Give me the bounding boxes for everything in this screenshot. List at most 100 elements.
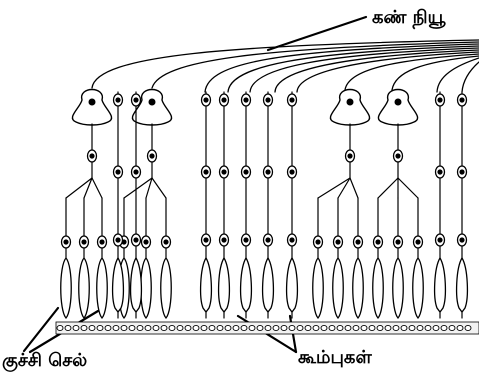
rod-group-1-nucleus-cell-1-nucleus (63, 239, 69, 245)
rod-group-1-rod-2 (78, 257, 90, 319)
rod-group-4-ganglion (377, 88, 419, 126)
cone-chain-5-cell-mid-nucleus (243, 169, 249, 175)
pigment-cell-50 (448, 324, 456, 332)
cone-chain-8-cell-top-nucleus (437, 97, 443, 103)
cone-chain-7-cell-top-nucleus (289, 97, 295, 103)
rod-group-1-nucleus-cell-3-nucleus (99, 239, 105, 245)
pigment-cell-3 (72, 324, 80, 332)
cone-chain-3-cell-mid-nucleus (203, 169, 209, 175)
cone-chain-4-cone (217, 256, 231, 314)
pigment-cell-14 (160, 324, 168, 332)
rod-group-1-rod-1 (60, 257, 72, 319)
rod-group-4-nucleus-cell-2-nucleus (395, 239, 401, 245)
cone-chain-6-cell-top-nucleus (265, 97, 271, 103)
cone-chain-6-cell-mid-nucleus (265, 169, 271, 175)
pigment-cell-6 (96, 324, 104, 332)
rod-group-4-branch-1 (377, 177, 399, 199)
cone-chain-9-cell-top-nucleus (459, 97, 465, 103)
rod-group-1-bipolar-nucleus (89, 153, 95, 159)
rod-group-3-branch-3 (349, 177, 359, 199)
rod-group-2-branch-1 (123, 177, 153, 199)
pigment-cell-43 (392, 324, 400, 332)
pigment-cells (56, 324, 472, 332)
rod-group-1-nucleus-cell-2-nucleus (81, 239, 87, 245)
rod-group-1-ganglion (71, 88, 113, 126)
cone-chain-7-cell-low-nucleus (289, 237, 295, 243)
pigment-cell-31 (296, 324, 304, 332)
cone-chain-7-cell-mid-nucleus (289, 169, 295, 175)
pigment-cell-26 (256, 324, 264, 332)
pigment-cell-8 (112, 324, 120, 332)
rod-cells-label: குச்சி செல் (2, 350, 88, 371)
pigment-cell-11 (136, 324, 144, 332)
pigment-cell-12 (144, 324, 152, 332)
pigment-cell-27 (264, 324, 272, 332)
pigment-cell-34 (320, 324, 328, 332)
pigment-cell-2 (64, 324, 72, 332)
rod-group-1-branch-3 (91, 177, 103, 199)
cone-chain-2-cell-low-nucleus (133, 237, 139, 243)
rod-group-3-rod-3 (352, 257, 364, 319)
pigment-cell-49 (440, 324, 448, 332)
rod-group-3-ganglion-nucleus (346, 98, 354, 106)
rod-group-4-bipolar-nucleus (395, 153, 401, 159)
cone-chain-3-cell-low-nucleus (203, 237, 209, 243)
pigment-cell-21 (216, 324, 224, 332)
optic-nerve-pointer (266, 15, 368, 52)
rod-cell-pointer-a (22, 306, 60, 353)
rod-group-1-rod-3 (96, 257, 108, 319)
pigment-cell-7 (104, 324, 112, 332)
rod-group-4-rod-1 (372, 257, 384, 319)
cone-chain-9-cell-mid-nucleus (459, 169, 465, 175)
rod-group-4-branch-3 (397, 177, 419, 199)
rod-group-3-nucleus-cell-2-nucleus (335, 239, 341, 245)
rod-group-4-ganglion-nucleus (394, 98, 402, 106)
cone-chain-5-cone (239, 256, 253, 314)
pigment-cell-29 (280, 324, 288, 332)
pigment-cell-40 (368, 324, 376, 332)
pigment-cell-47 (424, 324, 432, 332)
pigment-cell-22 (224, 324, 232, 332)
pigment-cell-38 (352, 324, 360, 332)
cone-chain-1-cell-low-nucleus (115, 237, 121, 243)
cone-chain-2-cell-top-nucleus (133, 97, 139, 103)
cone-chain-4-cell-top-nucleus (221, 97, 227, 103)
pigment-cell-15 (168, 324, 176, 332)
cone-chain-4-cell-low-nucleus (221, 237, 227, 243)
rod-group-1-ganglion-nucleus (88, 98, 96, 106)
cone-chain-8-cell-mid-nucleus (437, 169, 443, 175)
optic-nerve-label: கண் நியூ (372, 7, 446, 28)
pigment-cell-28 (272, 324, 280, 332)
cone-chain-1-cone (111, 256, 125, 314)
pigment-cell-35 (328, 324, 336, 332)
rod-group-2-nucleus-cell-3-nucleus (163, 239, 169, 245)
cones-label: கூம்புகள் (298, 347, 372, 368)
cone-chain-7-cone (285, 256, 299, 314)
cone-chain-2-cone (129, 256, 143, 314)
rod-group-3-rod-2 (332, 257, 344, 319)
rod-group-4-rod-3 (412, 257, 424, 319)
rod-group-3-bipolar-nucleus (347, 153, 353, 159)
pigment-cell-48 (432, 324, 440, 332)
pigment-cell-36 (336, 324, 344, 332)
pigment-cell-39 (360, 324, 368, 332)
cone-chain-8-cell-low-nucleus (437, 237, 443, 243)
cone-chain-1-cell-mid-nucleus (115, 169, 121, 175)
cone-chain-5-cell-low-nucleus (243, 237, 249, 243)
cone-chain-9-cell-low-nucleus (459, 237, 465, 243)
rod-group-3-branch-2 (337, 177, 351, 199)
rod-group-2-rod-2 (140, 257, 152, 319)
cone-chain-8-cone (433, 256, 447, 314)
pigment-cell-23 (232, 324, 240, 332)
cone-chain-4-cell-mid-nucleus (221, 169, 227, 175)
pigment-cell-1 (56, 324, 64, 332)
cone-chain-6-cone (261, 256, 275, 314)
rod-group-1-branch-2 (83, 177, 93, 199)
rod-group-3-rod-1 (312, 257, 324, 319)
pigment-cell-19 (200, 324, 208, 332)
pigment-cell-37 (344, 324, 352, 332)
pigment-cell-25 (248, 324, 256, 332)
cone-chain-1-cell-top-nucleus (115, 97, 121, 103)
pigment-cell-45 (408, 324, 416, 332)
cone-chain-3-cone (199, 256, 213, 314)
